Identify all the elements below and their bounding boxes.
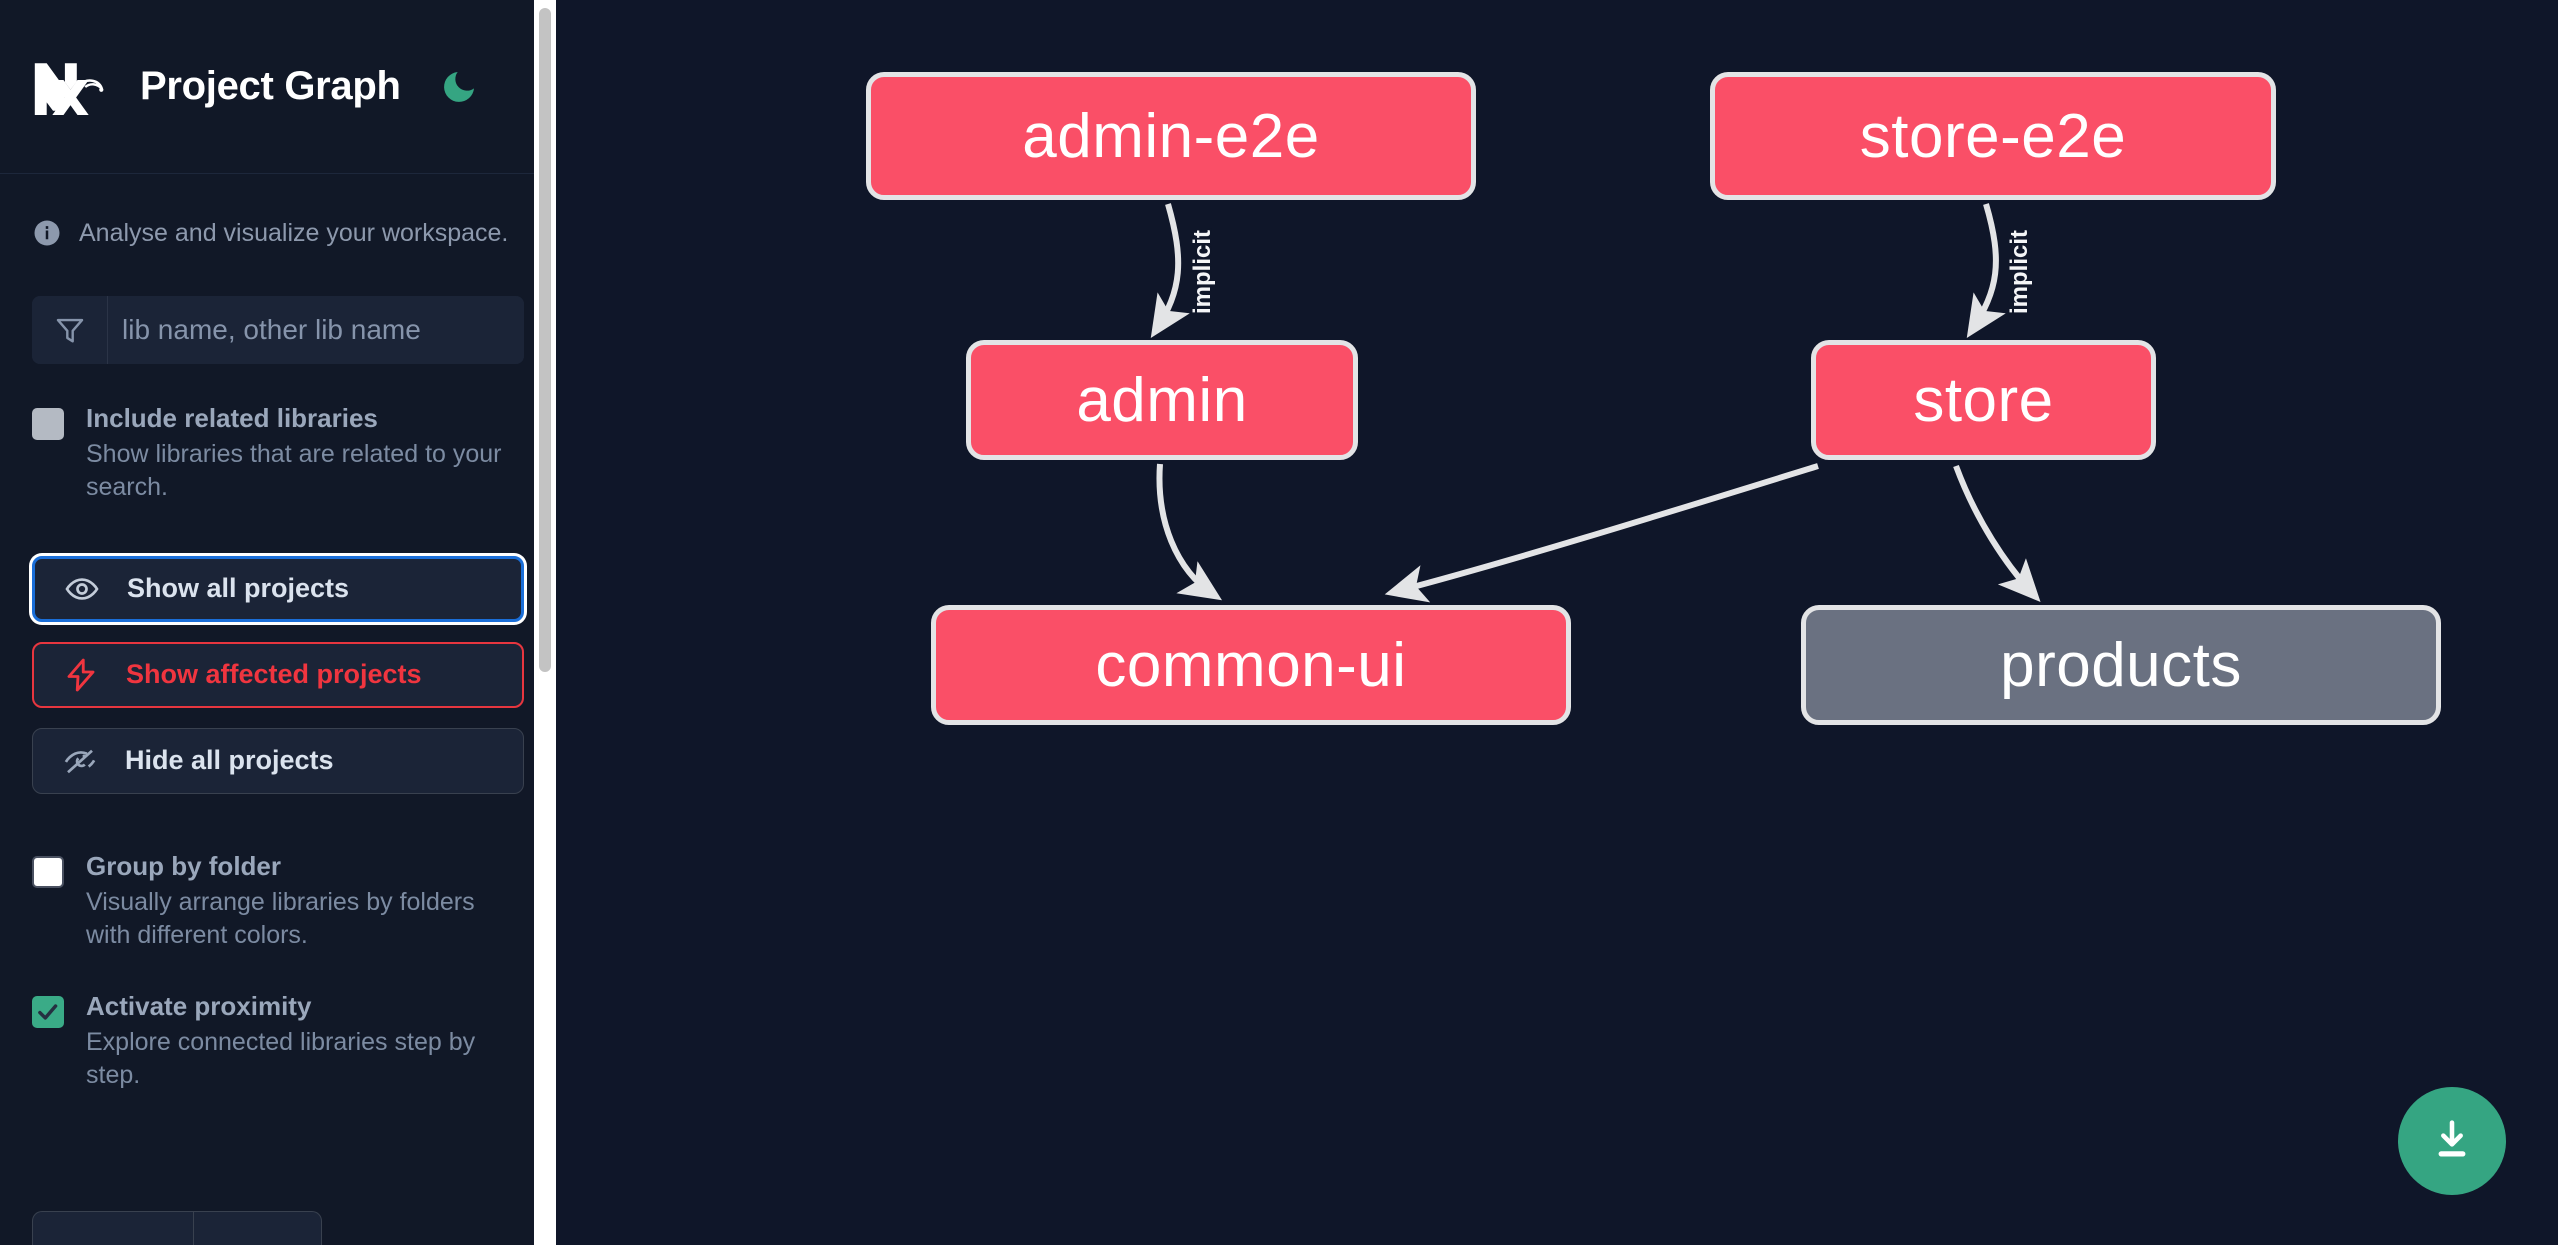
- checkbox-box[interactable]: [32, 855, 64, 888]
- show-all-projects-label: Show all projects: [127, 573, 350, 604]
- sidebar-scrollbar[interactable]: [534, 0, 556, 1245]
- eye-icon: [63, 570, 101, 608]
- edge-label-implicit-admin: implicit: [1189, 230, 1216, 315]
- lightning-bolt-icon: [62, 656, 100, 694]
- checkbox-box[interactable]: [32, 408, 64, 440]
- checkbox-group-by-folder[interactable]: Group by folder Visually arrange librari…: [32, 850, 524, 952]
- edge-store-products: [1953, 464, 2041, 603]
- checkbox-texts: Group by folder Visually arrange librari…: [86, 850, 524, 952]
- graph-node-admin-e2e[interactable]: admin-e2e: [866, 72, 1476, 200]
- filter-funnel-icon: [32, 296, 108, 364]
- sidebar-scrollbar-thumb[interactable]: [539, 8, 551, 672]
- sidebar: Project Graph Analyse and visualize your…: [0, 0, 556, 1245]
- checkbox-description: Show libraries that are related to your …: [86, 439, 502, 501]
- graph-node-store-e2e[interactable]: store-e2e: [1710, 72, 2276, 200]
- page-title: Project Graph: [140, 64, 401, 108]
- edge-admin-e2e-admin: [1150, 203, 1190, 339]
- graph-node-label: products: [2000, 630, 2242, 700]
- filter-row: [32, 296, 524, 364]
- graph-node-common-ui[interactable]: common-ui: [931, 605, 1571, 725]
- search-input[interactable]: [108, 296, 524, 364]
- sidebar-header: Project Graph: [0, 0, 556, 174]
- graph-node-products[interactable]: products: [1801, 605, 2441, 725]
- download-image-button[interactable]: [2398, 1087, 2506, 1195]
- graph-node-label: store-e2e: [1859, 101, 2127, 171]
- edge-store-e2e-store: [1966, 203, 2006, 339]
- eye-off-icon: [61, 742, 99, 780]
- show-affected-projects-label: Show affected projects: [126, 659, 422, 690]
- graph-node-label: common-ui: [1095, 630, 1407, 700]
- nx-logo-icon: [32, 57, 116, 117]
- edge-store-common-ui: [1384, 463, 1819, 603]
- checkbox-activate-proximity[interactable]: Activate proximity Explore connected lib…: [32, 990, 524, 1092]
- checkbox-label: Group by folder: [86, 850, 281, 881]
- checkbox-label: Activate proximity: [86, 990, 312, 1021]
- graph-node-label: store: [1913, 365, 2054, 435]
- edge-admin-common-ui: [1156, 463, 1223, 601]
- workspace-note-text: Analyse and visualize your workspace.: [79, 219, 509, 247]
- sidebar-bottom-control-partial[interactable]: [32, 1211, 322, 1245]
- checkbox-description: Explore connected libraries step by step…: [86, 1027, 476, 1089]
- graph-node-label: admin: [1076, 365, 1248, 435]
- checkbox-texts: Include related libraries Show libraries…: [86, 403, 524, 504]
- show-affected-projects-button[interactable]: Show affected projects: [32, 641, 524, 708]
- moon-icon[interactable]: [437, 65, 481, 109]
- hide-all-projects-label: Hide all projects: [125, 745, 334, 776]
- download-icon: [2426, 1114, 2478, 1169]
- graph-node-store[interactable]: store: [1811, 340, 2156, 460]
- checkbox-include-related-libraries[interactable]: Include related libraries Show libraries…: [32, 403, 524, 504]
- checkbox-texts: Activate proximity Explore connected lib…: [86, 990, 524, 1092]
- show-all-projects-button[interactable]: Show all projects: [32, 555, 524, 622]
- workspace-note: Analyse and visualize your workspace.: [0, 174, 556, 248]
- project-graph-canvas[interactable]: admin-e2e store-e2e admin store common-u…: [556, 0, 2558, 1245]
- info-icon: [32, 218, 62, 248]
- edge-label-implicit-store: implicit: [2006, 230, 2033, 315]
- checkbox-description: Visually arrange libraries by folders wi…: [86, 887, 475, 949]
- checkbox-label: Include related libraries: [86, 403, 378, 433]
- graph-node-admin[interactable]: admin: [966, 340, 1358, 460]
- hide-all-projects-button[interactable]: Hide all projects: [32, 727, 524, 794]
- graph-node-label: admin-e2e: [1022, 101, 1320, 171]
- sidebar-body: Include related libraries Show libraries…: [0, 296, 556, 1245]
- sidebar-content: Project Graph Analyse and visualize your…: [0, 0, 556, 1245]
- checkbox-box[interactable]: [32, 995, 64, 1028]
- projects-button-group: Show all projects Show affected projects: [32, 555, 524, 794]
